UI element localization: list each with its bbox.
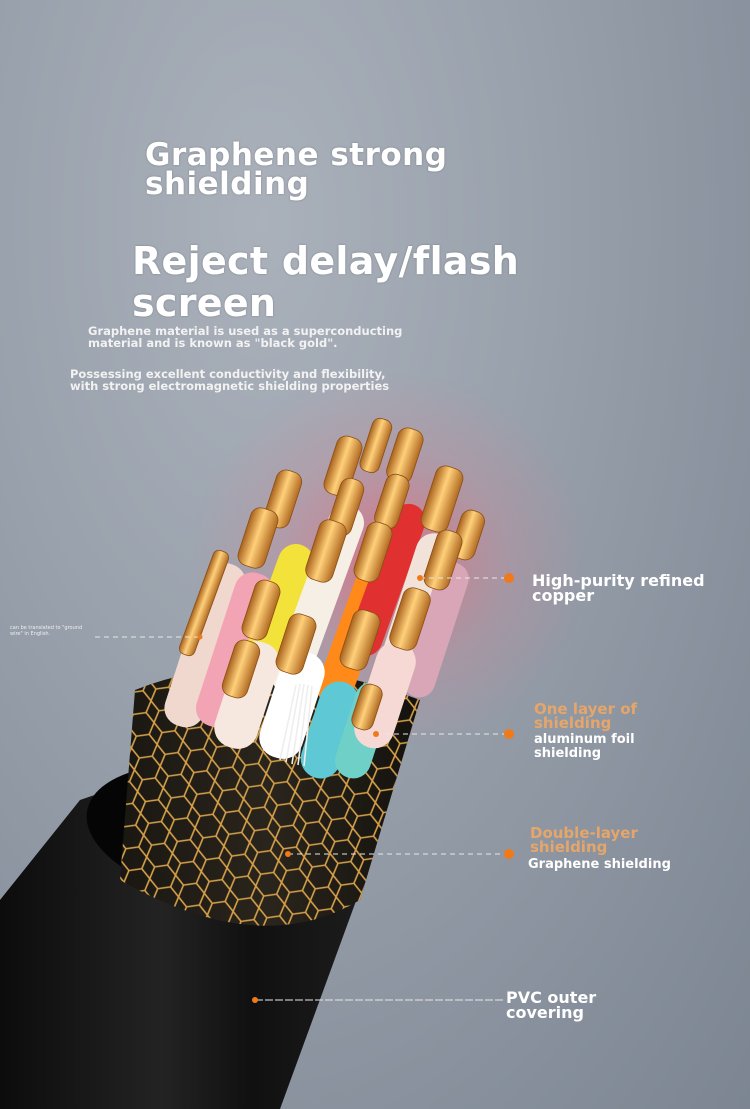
ground-wire-label: can be translated to "ground wire" in En… [10,625,83,637]
foil-layer-label: One layer of shielding [534,700,638,732]
foil-shield-label: aluminum foil shielding [534,732,635,761]
wire-bundle [164,417,485,779]
description-1: Graphene material is used as a supercond… [88,324,403,350]
callout-dots [197,573,514,1003]
graphene-shield-label: Graphene shielding [528,857,671,872]
description-2: Possessing excellent conductivity and fl… [70,367,390,393]
copper-label: High-purity refined copper [532,571,705,605]
callout-lines [95,577,508,1001]
headline-line1: Graphene strong shielding [145,137,448,202]
pvc-label: PVC outer covering [506,988,597,1022]
headline-line2: Reject delay/flash screen [132,239,520,325]
double-layer-label: Double-layer shielding [530,824,638,856]
